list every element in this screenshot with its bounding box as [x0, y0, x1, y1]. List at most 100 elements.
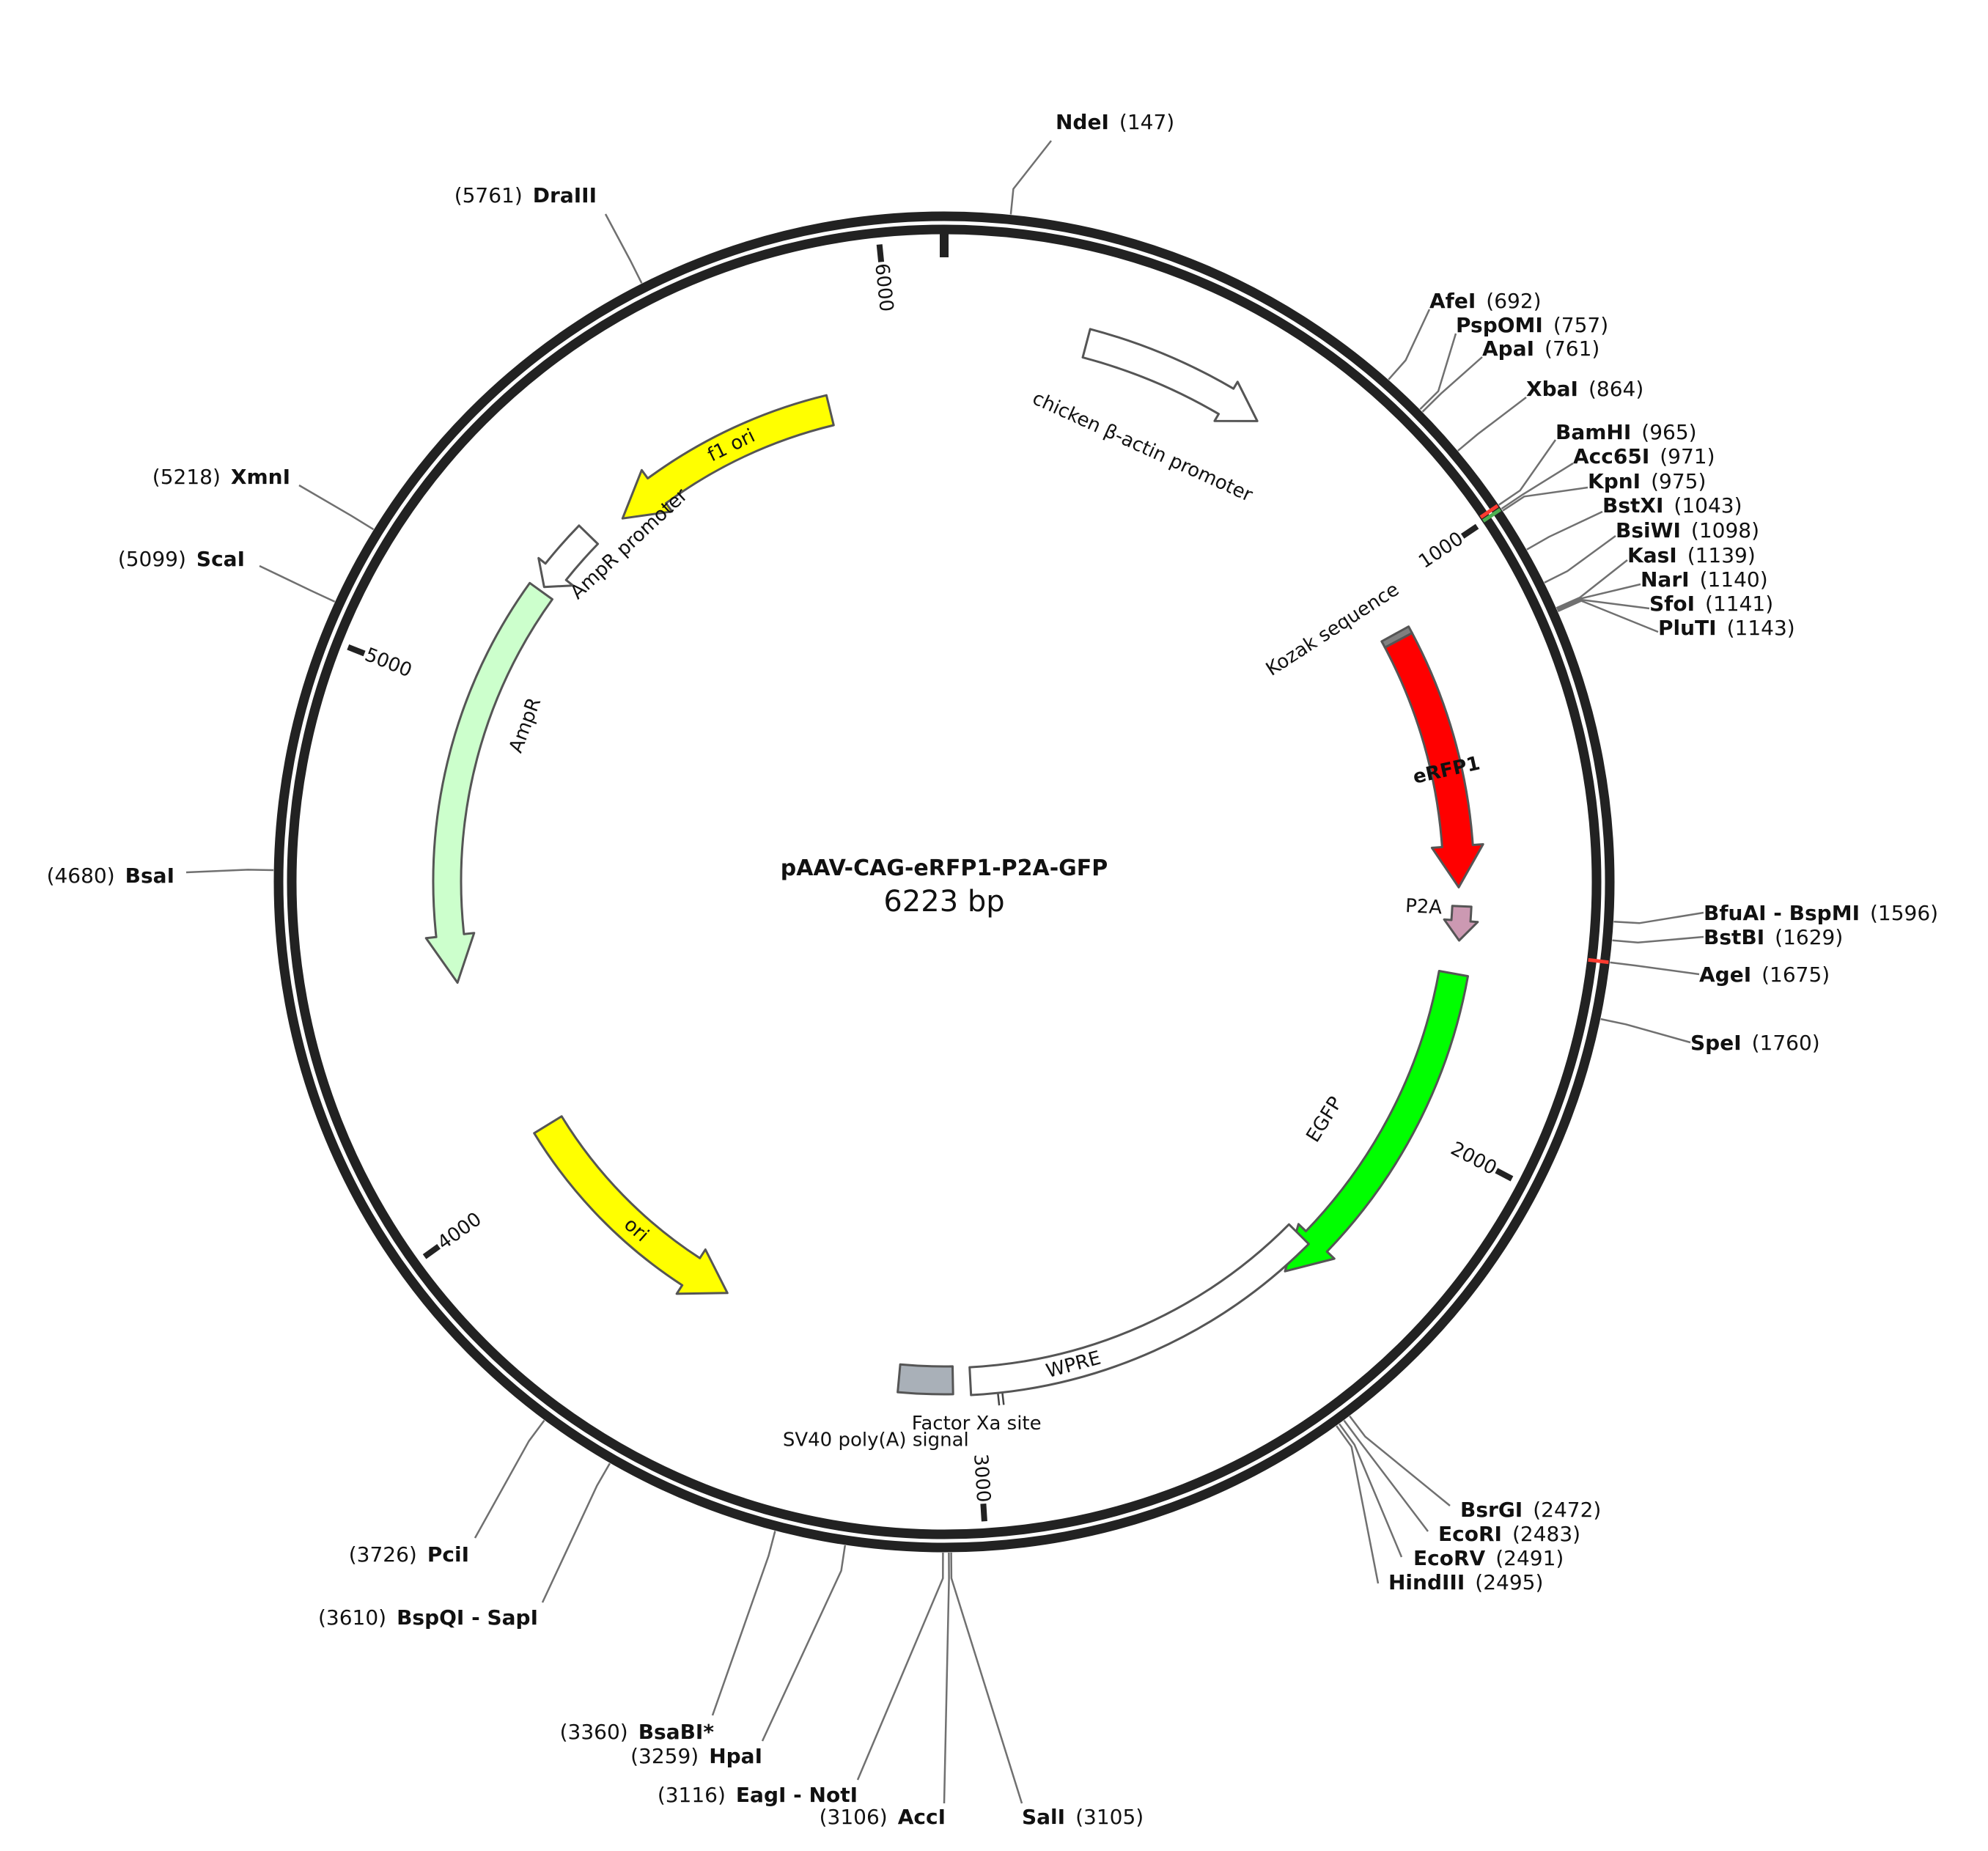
site-name: Acc65I	[1573, 444, 1649, 468]
site-position: (761)	[1545, 336, 1599, 361]
site-position: (1596)	[1870, 901, 1938, 925]
bp-tick-label-4000: 4000	[433, 1208, 485, 1254]
site-name: SfoI	[1649, 592, 1695, 616]
bp-tick-label-1000: 1000	[1415, 528, 1468, 573]
feature-arrows	[424, 328, 1484, 1406]
site-position: (147)	[1119, 110, 1174, 134]
site-line-sali	[950, 1552, 1023, 1804]
site-label-bsabi: (3360) BsaBI*	[560, 1720, 715, 1744]
site-position: (3360)	[560, 1720, 628, 1744]
site-line-pluti	[1557, 600, 1659, 633]
feature-p2a	[1443, 905, 1479, 942]
site-line-bfuai-bspmi	[1613, 911, 1704, 924]
plasmid-name: pAAV-CAG-eRFP1-P2A-GFP	[781, 855, 1108, 881]
site-name: AfeI	[1429, 289, 1476, 313]
feature-label-kozak-sequence: Kozak sequence	[1262, 578, 1403, 680]
bp-tick-label-5000: 5000	[361, 644, 415, 682]
site-label-ndei: NdeI (147)	[1056, 110, 1174, 134]
site-label-bfuai-bspmi: BfuAI - BspMI (1596)	[1704, 901, 1938, 925]
site-name: BstXI	[1602, 493, 1663, 518]
site-label-bsiwi: BsiWI (1098)	[1616, 518, 1759, 542]
site-line-sfoi	[1556, 598, 1650, 611]
site-position: (757)	[1553, 313, 1608, 337]
site-label-acc65i: Acc65I (971)	[1573, 444, 1715, 468]
site-label-sali: SalI (3105)	[1022, 1805, 1144, 1829]
bp-tick-4000	[422, 1243, 441, 1259]
site-label-bsrgi: BsrGI (2472)	[1460, 1498, 1601, 1522]
site-line-pcii	[474, 1419, 545, 1539]
site-line-apai	[1421, 356, 1483, 413]
site-line-acc65i	[1501, 462, 1574, 510]
site-label-kpni: KpnI (975)	[1588, 469, 1706, 493]
site-name: BamHI	[1556, 420, 1631, 444]
site-name: BstBI	[1704, 925, 1764, 949]
site-position: (1043)	[1674, 493, 1742, 518]
site-name: KasI	[1627, 543, 1677, 567]
site-name: PluTI	[1658, 616, 1717, 640]
site-label-bamhi: BamHI (965)	[1556, 420, 1697, 444]
site-line-scai	[259, 564, 336, 603]
site-label-spei: SpeI (1760)	[1690, 1031, 1820, 1055]
feature-erfp1	[1383, 632, 1484, 888]
site-name: EcoRI	[1438, 1522, 1502, 1546]
site-position: (3105)	[1075, 1805, 1144, 1829]
feature-label-egfp: EGFP	[1302, 1093, 1347, 1147]
site-line-ndei	[1009, 140, 1052, 215]
bp-tick-6000	[876, 244, 885, 262]
feature-chicken-actin-promoter	[1081, 328, 1259, 422]
backbone-inner-ring	[287, 224, 1602, 1539]
site-line-xbai	[1457, 397, 1527, 452]
bp-tick-5000	[347, 644, 366, 657]
site-name: BspQI - SapI	[397, 1605, 538, 1630]
site-label-pluti: PluTI (1143)	[1658, 616, 1795, 640]
site-marker-bamhi	[1479, 504, 1499, 519]
site-line-ecori	[1343, 1419, 1429, 1532]
site-name: ApaI	[1482, 336, 1534, 361]
site-position: (5099)	[118, 547, 186, 571]
bp-tick-label-2000: 2000	[1447, 1138, 1501, 1180]
site-label-pspomi: PspOMI (757)	[1456, 313, 1608, 337]
site-position: (3259)	[630, 1744, 699, 1768]
site-line-bsiwi	[1544, 534, 1616, 584]
site-label-nari: NarI (1140)	[1641, 567, 1768, 592]
site-position: (1143)	[1727, 616, 1795, 640]
site-name: EagI - NotI	[736, 1783, 858, 1807]
plasmid-backbone	[273, 211, 1615, 1553]
site-name: NdeI	[1056, 110, 1109, 134]
bp-tick-3000	[980, 1504, 987, 1522]
backbone-outer-ring	[273, 211, 1615, 1553]
feature-label-factor-xa-site: Factor Xa site	[912, 1413, 1042, 1435]
site-position: (2483)	[1512, 1522, 1580, 1546]
site-label-acci: (3106) AccI	[820, 1805, 946, 1829]
site-position: (3726)	[349, 1542, 417, 1567]
site-position: (1629)	[1775, 925, 1843, 949]
feature-sv40-poly-a-signal	[897, 1363, 954, 1396]
site-name: PspOMI	[1456, 313, 1543, 337]
site-label-apai: ApaI (761)	[1482, 336, 1599, 361]
site-position: (2491)	[1495, 1546, 1564, 1570]
site-label-eagi-noti: (3116) EagI - NotI	[658, 1783, 858, 1807]
site-line-bamhi	[1498, 439, 1557, 506]
feature-ori	[533, 1115, 729, 1295]
map-center-title: pAAV-CAG-eRFP1-P2A-GFP 6223 bp	[781, 855, 1108, 919]
feature-ampr	[424, 581, 553, 984]
site-name: HindIII	[1388, 1570, 1465, 1594]
site-label-bstbi: BstBI (1629)	[1704, 925, 1843, 949]
site-position: (1141)	[1705, 592, 1773, 616]
site-name: SpeI	[1690, 1031, 1742, 1055]
site-position: (692)	[1486, 289, 1541, 313]
site-line-draiii	[604, 213, 643, 284]
site-position: (1675)	[1761, 963, 1830, 987]
site-line-agei	[1610, 961, 1700, 976]
site-position: (5218)	[152, 465, 221, 489]
feature-label-sv40-poly-a-signal: SV40 poly(A) signal	[783, 1429, 969, 1451]
site-name: SalI	[1022, 1805, 1065, 1829]
site-label-hpai: (3259) HpaI	[630, 1744, 762, 1768]
site-position: (2495)	[1475, 1570, 1543, 1594]
site-label-afei: AfeI (692)	[1429, 289, 1542, 313]
site-name: PciI	[427, 1542, 469, 1567]
site-line-bsai	[185, 869, 274, 874]
site-line-afei	[1388, 309, 1431, 380]
site-label-xmni: (5218) XmnI	[152, 465, 290, 489]
